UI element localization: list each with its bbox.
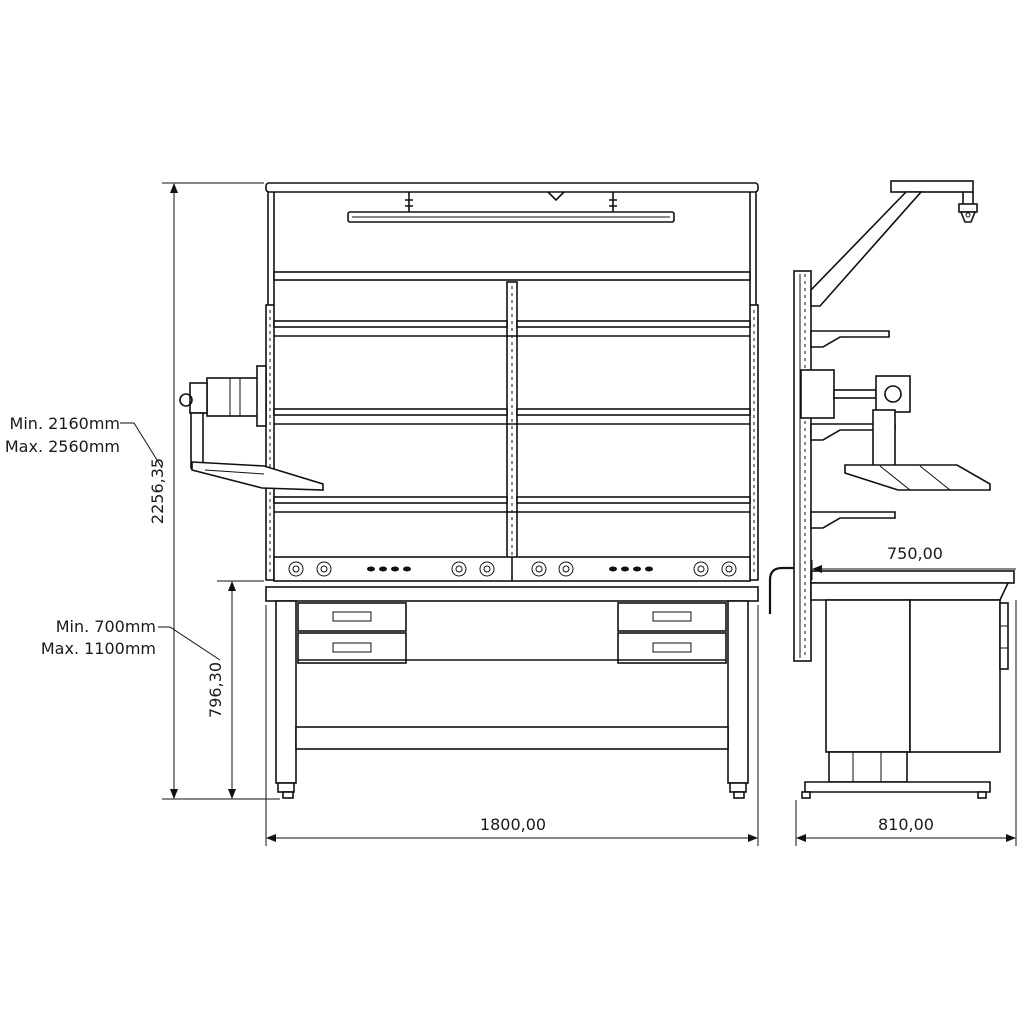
shelves <box>273 271 751 513</box>
drawers <box>297 602 727 664</box>
desk-height-min-label: Min. 700mm <box>56 617 156 636</box>
dimension-lines <box>120 182 1017 846</box>
side-lamp-arm <box>810 180 978 307</box>
side-monitor-arm <box>800 369 991 491</box>
dim-total-height: 2256,35 <box>148 458 167 524</box>
top-frame <box>265 182 759 305</box>
desk-height-max-label: Max. 1100mm <box>41 639 156 658</box>
monitor-arm-left <box>179 365 324 491</box>
dim-desk-depth: 750,00 <box>887 544 943 563</box>
power-strip <box>273 556 751 582</box>
uprights <box>265 281 759 581</box>
lamp-fixture <box>347 191 675 223</box>
total-height-max-label: Max. 2560mm <box>5 437 120 456</box>
legs <box>275 600 749 799</box>
front-view <box>179 182 759 799</box>
desktop <box>265 586 759 602</box>
dim-depth-side: 810,00 <box>878 815 934 834</box>
dimension-labels: 1800,00 810,00 750,00 2256,35 796,30 Min… <box>5 414 943 834</box>
dim-width-front: 1800,00 <box>480 815 546 834</box>
side-desk <box>768 566 1015 799</box>
dim-desk-height: 796,30 <box>206 662 225 718</box>
total-height-min-label: Min. 2160mm <box>10 414 120 433</box>
side-column <box>793 270 812 662</box>
side-view <box>768 180 1015 799</box>
